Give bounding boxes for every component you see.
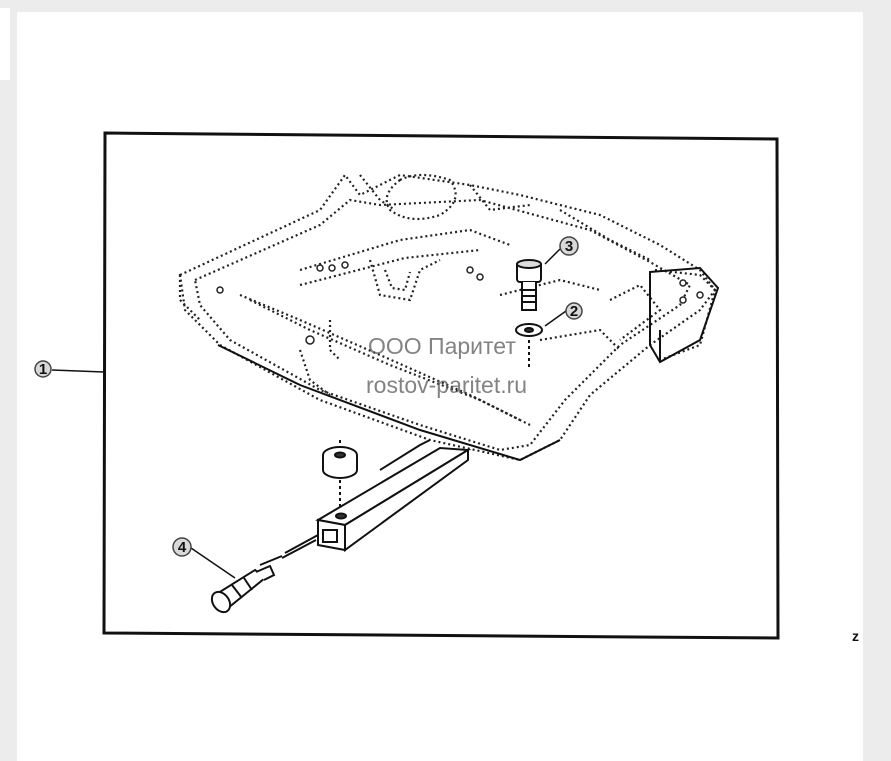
watermark-url: rostov-paritet.ru [366,372,528,398]
spacer-part [322,440,358,512]
callout-3-label: 3 [565,238,573,255]
callout-2-label: 2 [570,303,578,320]
callout-leaders [51,248,567,579]
callout-1-label: 1 [39,361,47,378]
frame-holes [216,261,704,345]
watermark-company: ООО Паритет [368,333,516,359]
callout-1-circle [34,360,52,378]
callout-3-circle [559,236,579,256]
callout-4-circle [172,537,192,557]
seat-frame-drawing [178,173,717,462]
corner-mark: z [852,628,859,644]
handle-part [210,564,276,614]
release-rod-part [259,534,319,566]
left-page-edge [0,8,10,80]
slide-rail-part [315,439,472,552]
callout-2-circle [565,302,583,320]
bolt-part [516,259,542,311]
callout-4-label: 4 [178,539,187,556]
callout-circles [34,236,583,557]
diagram-frame [102,131,780,640]
seat-frame-edges [217,266,720,462]
washer-part [515,323,543,370]
